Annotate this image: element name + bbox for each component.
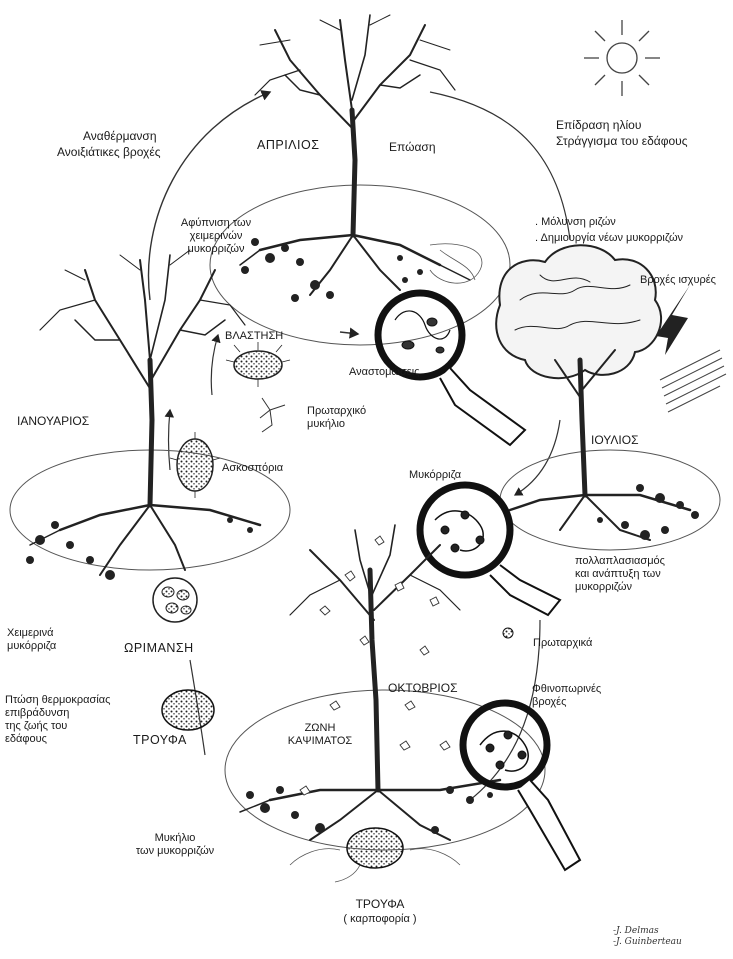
magnifier-mycorrhiza [420,485,560,615]
label-wake-1: Αφύπνιση των [164,217,268,230]
label-burn-zone-2: ΚΑΨΙΜΑΤΟΣ [275,735,365,748]
label-wake-2: χειμερινών [164,230,268,243]
label-multiply-3: μυκορριζών [575,581,665,594]
label-truffle-bottom: ΤΡΟΥΦΑ [345,897,415,911]
label-temp-drop-3: της ζωής του [5,720,110,733]
label-myco-mycelium: Μυκήλιο των μυκορριζών [112,832,238,858]
label-germination: ΒΛΑΣΤΗΣΗ [225,330,283,343]
label-primary: Πρωταρχικά [533,637,592,650]
label-july: ΙΟΥΛΙΟΣ [591,433,639,447]
label-root-infect: . Μόλυνση ριζών [535,216,616,229]
label-primary-mycelium: Πρωταρχικό μυκήλιο [307,405,366,431]
mycorrhiza-clusters-october [246,786,493,834]
label-april: ΑΠΡΙΛΙΟΣ [257,138,319,152]
label-temp-drop: Πτώση θερμοκρασίας επιβράδυνση της ζωής … [5,694,110,746]
label-truffle: ΤΡΟΥΦΑ [133,733,187,747]
soil-disc-october [225,690,545,850]
primary-mycelium-dot [503,628,513,638]
label-graft: Επώαση [389,140,436,154]
label-winter-myco: Χειμερινά μυκόρριζα [7,627,56,653]
label-winter-myco-2: μυκόρριζα [7,640,56,653]
soil-disc-april [210,185,510,345]
label-soil-drain: Στράγγισμα του εδάφους [556,134,688,148]
label-multiply-1: πολλαπλασιασμός [575,555,665,568]
label-myco-mycelium-1: Μυκήλιο [112,832,238,845]
label-autumn-rains: Φθινοπωρινές βροχές [532,683,601,709]
label-wake: Αφύπνιση των χειμερινών μυκορριζών [164,217,268,256]
label-mycorrhiza: Μυκόρριζα [409,469,461,482]
ascus [170,432,220,498]
label-sun-effect: Επίδραση ηλίου [556,118,641,132]
cycle-arrow-left-up [149,92,271,300]
label-storms: Βροχές ισχυρές [640,274,716,287]
signature-1: -J. Delmas [613,926,682,937]
label-october: ΟΚΤΩΒΡΙΟΣ [388,681,458,695]
label-primary-mycelium-1: Πρωταρχικό [307,405,366,418]
signature: -J. Delmas -J. Guinberteau [613,926,682,948]
label-warming: Αναθέρμανση [83,129,157,143]
cycle-arrow-asco [169,410,171,470]
truffle-mature [162,690,214,730]
label-autumn-rains-1: Φθινοπωρινές [532,683,601,696]
soil-disc-july [500,450,720,550]
label-ascospores: Ασκοσπόρια [222,462,283,475]
mycorrhiza-clusters-january [26,517,253,580]
label-anastomoses: Αναστομώσεις [349,366,419,379]
label-burn-zone: ΖΩΝΗ ΚΑΨΙΜΑΤΟΣ [275,722,365,748]
mycorrhiza-clusters-july [597,484,699,540]
tree-april [240,15,470,295]
label-primary-mycelium-2: μυκήλιο [307,418,366,431]
label-burn-zone-1: ΖΩΝΗ [275,722,365,735]
rain-icon [660,350,726,412]
label-multiply-2: και ανάπτυξη των [575,568,665,581]
label-january: ΙΑΝΟΥΑΡΙΟΣ [17,414,89,428]
label-temp-drop-1: Πτώση θερμοκρασίας [5,694,110,707]
truffle-fruiting [347,828,403,868]
label-multiply: πολλαπλασιασμός και ανάπτυξη των μυκορρι… [575,555,665,594]
label-autumn-rains-2: βροχές [532,696,601,709]
sun-icon [584,20,660,96]
label-spring-rains: Ανοιξιάτικες βροχές [57,145,161,159]
label-maturation: ΩΡΙΜΑΝΣΗ [124,641,194,655]
ascus-with-spores [153,578,197,622]
germinating-ascospore [226,342,290,387]
label-temp-drop-4: εδάφους [5,733,110,746]
label-myco-mycelium-2: των μυκορριζών [112,845,238,858]
primary-mycelium-sketch [260,398,285,432]
cycle-arrow-germ [211,335,218,395]
label-fruiting: ( καρποφορία ) [340,913,420,926]
tree-january [30,250,260,575]
label-wake-3: μυκορριζών [164,243,268,256]
label-new-myco: . Δημιουργία νέων μυκορριζών [535,232,683,245]
signature-2: -J. Guinberteau [613,937,682,948]
label-winter-myco-1: Χειμερινά [7,627,56,640]
cycle-arrow-anast [340,332,358,334]
label-temp-drop-2: επιβράδυνση [5,707,110,720]
